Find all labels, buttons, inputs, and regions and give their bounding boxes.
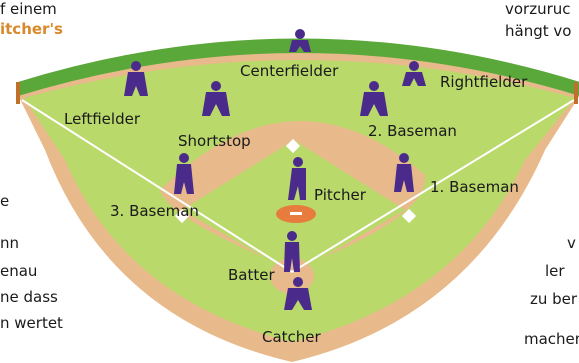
label-leftfielder: Leftfielder: [64, 110, 141, 128]
label-third-baseman: 3. Baseman: [110, 202, 199, 220]
label-second-baseman: 2. Baseman: [368, 122, 457, 140]
pitchers-rubber: [290, 212, 302, 215]
label-shortstop: Shortstop: [178, 132, 251, 150]
foul-pole-right: [574, 82, 578, 104]
label-pitcher: Pitcher: [314, 186, 367, 204]
label-rightfielder: Rightfielder: [440, 73, 528, 91]
foul-pole-left: [16, 82, 20, 104]
label-batter: Batter: [228, 266, 275, 284]
label-first-baseman: 1. Baseman: [430, 178, 519, 196]
label-catcher: Catcher: [262, 328, 322, 346]
label-centerfielder: Centerfielder: [240, 62, 339, 80]
